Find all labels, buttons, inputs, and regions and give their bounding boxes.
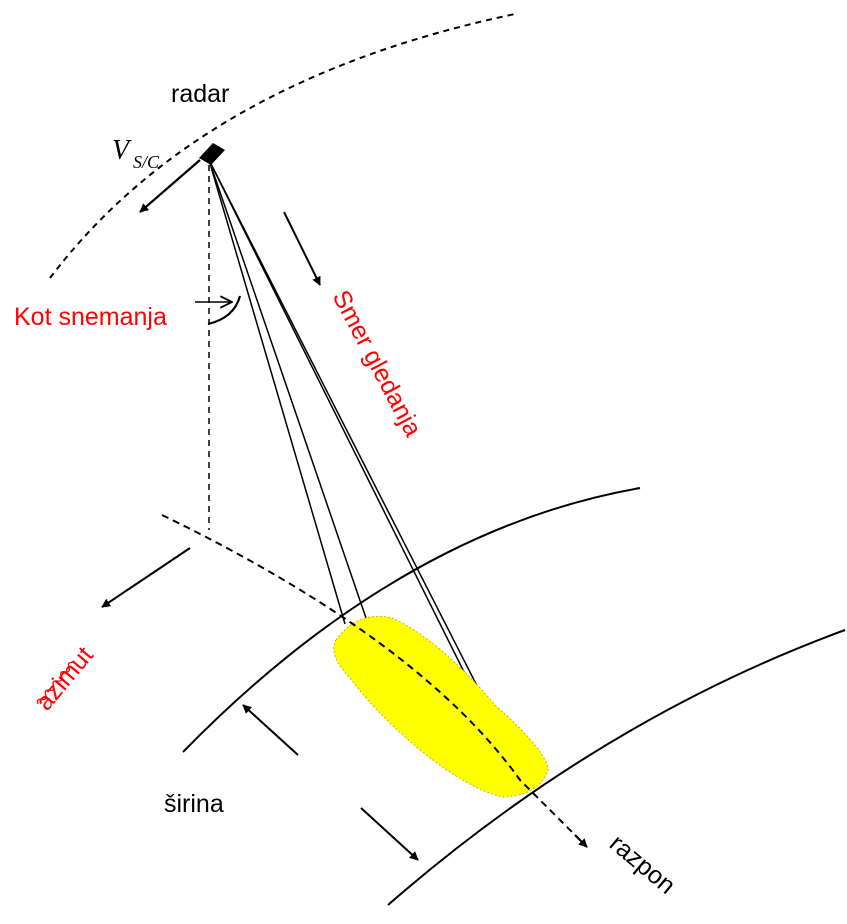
velocity-arrow <box>139 159 201 213</box>
orbit-track <box>49 13 516 279</box>
radar-platform-icon <box>199 143 225 165</box>
swath-near-edge <box>182 487 641 753</box>
velocity-label: V <box>112 135 132 166</box>
look-direction-arrow <box>283 211 321 286</box>
look-angle-arc <box>207 295 242 326</box>
look-direction-label: Smer gledanja <box>327 286 427 442</box>
width-arrow-lower <box>360 807 419 861</box>
ground-track <box>161 514 584 844</box>
look-angle-label: Kot snemanja <box>14 303 167 331</box>
illuminated-footprint <box>333 615 549 798</box>
spellcheck-squiggle <box>36 661 73 705</box>
swath-width-label: širina <box>164 790 224 818</box>
azimuth-label: azimut <box>30 641 99 715</box>
azimuth-arrow <box>101 547 191 608</box>
range-arrow <box>574 834 588 848</box>
swath-far-edge <box>387 629 846 906</box>
velocity-subscript: S/C <box>133 152 160 172</box>
width-arrow-upper <box>242 704 299 756</box>
radar-label: radar <box>171 80 229 108</box>
range-label: razpon <box>604 829 681 900</box>
